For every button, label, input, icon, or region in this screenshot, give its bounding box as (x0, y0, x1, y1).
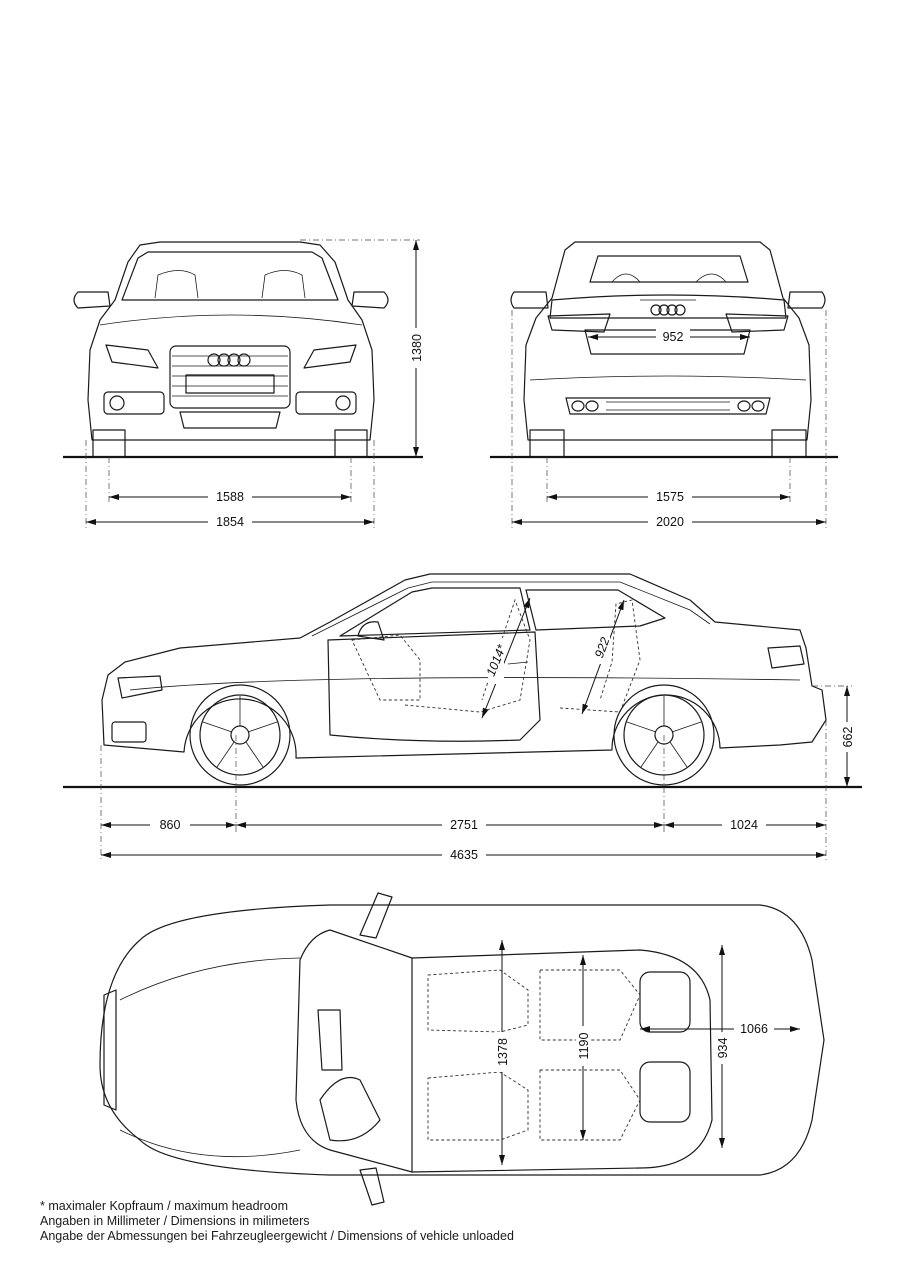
front-seat-left (154, 270, 199, 299)
dim-top-1378: 1378 (496, 1038, 510, 1066)
top-rear-seat-lower (539, 1069, 641, 1141)
front-headlight-left (105, 344, 159, 369)
top-front-seat-lower (427, 1071, 529, 1141)
dim-headroom-rear: 922 (592, 635, 612, 659)
rear-exhaust-pipes (571, 400, 765, 412)
top-front-seat-upper (427, 969, 529, 1033)
front-hood-line (99, 314, 363, 326)
side-character-line (129, 677, 801, 691)
rear-tire-right (771, 429, 807, 458)
rear-diffuser (565, 397, 771, 415)
side-front-rim (199, 694, 281, 776)
top-rear-seat-upper (539, 969, 641, 1041)
rear-plate-recess (584, 329, 751, 355)
rear-body-outline (523, 241, 812, 441)
rear-headrest-right (695, 273, 727, 283)
top-mirror-upper (359, 892, 393, 939)
dim-top-934: 934 (716, 1038, 730, 1059)
side-roof-line (311, 581, 711, 637)
front-audi-rings (207, 353, 251, 367)
front-seat-right (261, 270, 306, 299)
rear-view: 952 1575 2020 (490, 241, 838, 529)
side-front-window (339, 587, 531, 637)
top-windshield (295, 929, 413, 1173)
dim-rear-track: 1575 (656, 490, 684, 504)
side-headlight (117, 675, 163, 699)
side-rear-wheel (613, 684, 715, 786)
rear-mirror-right (787, 291, 826, 309)
front-grille-bars (172, 355, 288, 397)
front-foglight-right (295, 391, 357, 415)
front-lower-intake (179, 411, 281, 429)
top-hood-line-upper (119, 957, 301, 1001)
dim-length: 4635 (450, 848, 478, 862)
rear-bumper-line (529, 375, 807, 381)
rear-audi-rings (650, 304, 686, 316)
side-view: 1014* 922 662 860 2751 1024 4635 (63, 573, 862, 862)
footnote-units: Angaben in Millimeter / Dimensions in mi… (40, 1214, 310, 1228)
dim-rear-inner: 952 (663, 330, 684, 344)
front-grille (169, 345, 291, 409)
front-windshield (121, 251, 339, 301)
side-taillight (767, 645, 805, 669)
side-body-outline (101, 573, 827, 759)
front-foglight-left (103, 391, 165, 415)
front-headlight-right (303, 344, 357, 369)
side-door-handle (507, 661, 529, 665)
top-rear-deck-lower (639, 1061, 691, 1123)
top-front-grille (103, 989, 117, 1111)
top-view: 1378 1190 934 1066 (99, 892, 825, 1206)
top-rear-deck-upper (639, 971, 691, 1033)
side-dashboard-hidden (351, 634, 421, 701)
side-door (327, 631, 541, 742)
footnote-unloaded: Angabe der Abmessungen bei Fahrzeugleerg… (40, 1229, 514, 1243)
top-cabin-outline (411, 949, 713, 1173)
dim-trunk-height: 662 (841, 727, 855, 748)
front-mirror-right (351, 291, 389, 309)
dim-top-1190: 1190 (577, 1033, 591, 1060)
dim-front-width: 1854 (216, 515, 244, 529)
front-body-outline (87, 241, 375, 441)
side-front-spokes (202, 696, 278, 768)
front-view: 1588 1854 1380 (63, 239, 424, 529)
side-foglight (111, 721, 147, 743)
front-mirror-left (73, 291, 111, 309)
front-foglight-left-lamp (109, 395, 125, 411)
top-mirror-lower (359, 1167, 385, 1206)
dim-top-1066: 1066 (740, 1022, 768, 1036)
footnotes: * maximaler Kopfraum / maximum headroom … (40, 1199, 514, 1244)
rear-trunk-lid (549, 294, 787, 319)
side-rear-window (525, 589, 666, 631)
front-tire-left (92, 429, 126, 458)
top-body-outline (99, 904, 825, 1176)
dim-rear-overhang: 1024 (730, 818, 758, 832)
top-hood-line-lower (119, 1129, 301, 1158)
front-license-plate (185, 374, 275, 394)
rear-tire-left (529, 429, 565, 458)
side-front-seat-hidden (404, 598, 531, 713)
side-mirror (357, 621, 385, 641)
dim-front-overhang: 860 (160, 818, 181, 832)
footnote-headroom: * maximaler Kopfraum / maximum headroom (40, 1199, 288, 1213)
side-rear-spokes (626, 696, 702, 768)
dim-front-track: 1588 (216, 490, 244, 504)
dim-wheelbase: 2751 (450, 818, 478, 832)
rear-window (589, 255, 749, 283)
rear-mirror-left (510, 291, 549, 309)
rear-taillight-right (725, 313, 789, 333)
top-dash-vent (317, 1009, 343, 1071)
rear-taillight-left (547, 313, 611, 333)
dim-headroom-front-line (481, 597, 531, 719)
front-foglight-right-lamp (335, 395, 351, 411)
front-tire-right (334, 429, 368, 458)
dim-width-mirrors: 2020 (656, 515, 684, 529)
side-front-wheel (189, 684, 291, 786)
side-front-hub (230, 725, 250, 745)
rear-headrest-left (611, 273, 641, 283)
side-rear-seat-hidden (559, 599, 641, 713)
top-steering-area (319, 1076, 381, 1142)
dim-height: 1380 (410, 334, 424, 362)
